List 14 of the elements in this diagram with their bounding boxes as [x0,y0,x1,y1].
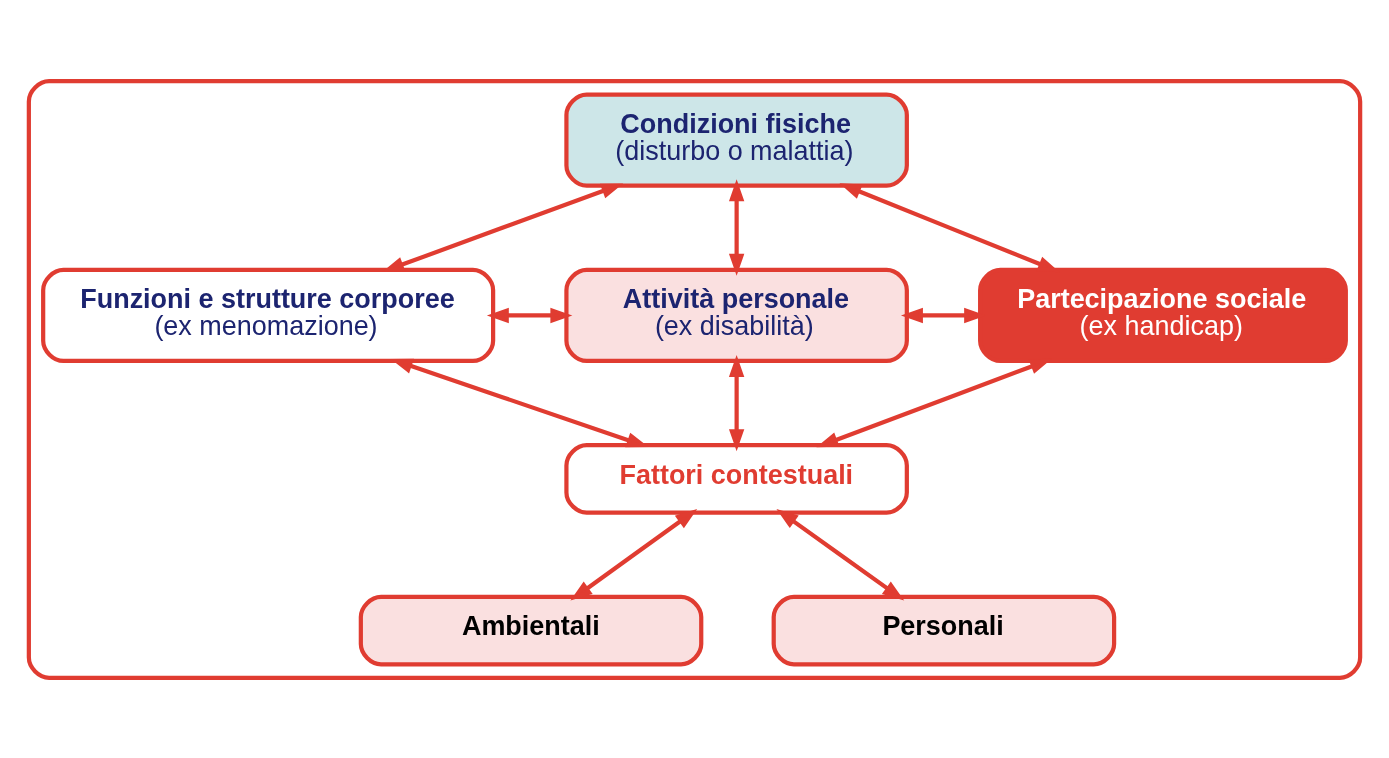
cluster [26,78,1363,680]
node-box: Condizioni fisiche (disturbo o malattia) [564,92,909,188]
node-box: Funzioni e strutture corporee (ex menomazione) [41,267,496,363]
node-box: Ambientali [358,594,704,666]
arrow [570,508,698,600]
arrow [486,307,573,323]
arrow [728,354,745,451]
arrow [776,508,905,600]
node-box: Personali [771,594,1117,666]
node-box: Attività personale (ex disabilità) [564,267,909,363]
arrow [390,358,649,447]
node-box: Fattori contestuali [564,442,909,515]
node-box: Partecipazione sociale (ex handicap) [978,267,1348,363]
arrow [728,178,745,276]
